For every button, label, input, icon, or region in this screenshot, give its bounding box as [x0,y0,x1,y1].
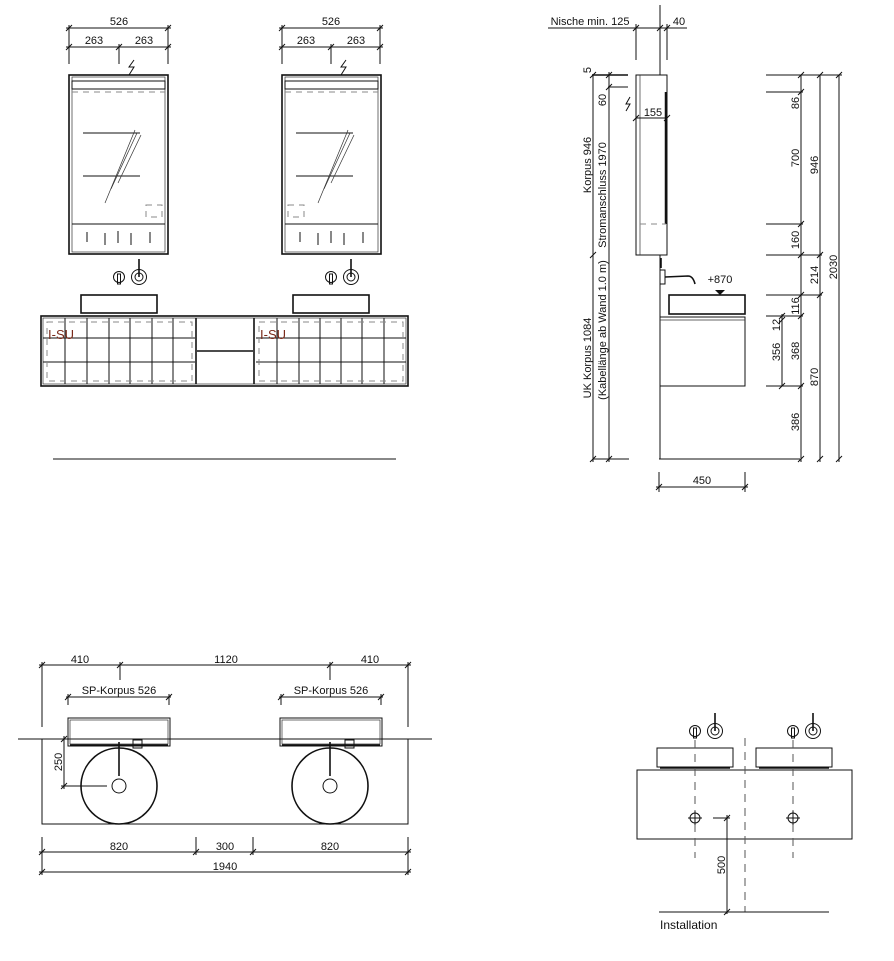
installation-label: Installation [660,918,717,932]
drain-crosshair-left [688,811,702,825]
dim-526: 526 [322,16,340,28]
mirror-cabinet-plan-right [279,717,383,749]
dim-116: 116 [790,297,802,315]
vanity-unit: I-SU I-SU [40,315,409,387]
power-icon [625,96,631,112]
front-view: 526 263 263 526 263 263 [40,16,409,460]
dim-40: 40 [673,16,685,28]
dim-368: 368 [790,342,802,360]
dim-410-left: 410 [71,654,89,666]
dim-2030: 2030 [828,255,840,279]
dim-700: 700 [790,149,802,167]
dim-5: 5 [582,67,594,73]
tap-install-left [688,712,724,740]
countertop-plan [41,738,409,825]
dim-356: 356 [771,343,783,361]
sp-korpus-left: SP-Korpus 526 [82,685,157,697]
side-view: Nische min. 125 40 155 +870 5 60 [548,5,843,492]
plan-view: 410 1120 410 SP-Korpus 526 SP-Korpus 526 [18,654,432,876]
korpus-label: Korpus 946 [582,137,594,193]
power-icon [128,59,135,76]
mirror-cabinet-side [635,74,668,256]
basin-plan-left [80,742,158,825]
dim-60: 60 [597,94,609,106]
basin-right [292,294,370,314]
dim-386: 386 [790,413,802,431]
dim-820-left: 820 [110,841,128,853]
dim-86: 86 [790,97,802,109]
niche-label: Nische min. 125 [551,16,630,28]
dim-250: 250 [53,753,65,771]
stromanschluss-label: Stromanschluss 1970 [597,142,609,248]
dim-263-b: 263 [347,35,365,47]
basin-left [80,294,158,314]
dim-820-right: 820 [321,841,339,853]
sp-korpus-right: SP-Korpus 526 [294,685,369,697]
dim-160: 160 [790,231,802,249]
vanity-label-right: I-SU [260,327,286,342]
mirror-cabinet-dimensions-left: 526 263 263 [65,16,172,64]
mirror-cabinet-left [68,74,169,255]
power-icon [340,59,347,76]
vanity-side [659,316,746,387]
dim-263-b: 263 [135,35,153,47]
tap-install-right [786,712,822,740]
installation-view: 500 Installation [636,712,853,932]
dim-500: 500 [716,856,728,874]
basin-plan-right [291,742,369,825]
uk-korpus-label: UK Korpus 1084 [582,318,594,399]
drain-crosshair-right [786,811,800,825]
mirror-cabinet-dimensions-right: 526 263 263 [278,16,384,64]
dim-870: 870 [809,368,821,386]
dim-263-a: 263 [297,35,315,47]
dim-1940: 1940 [213,861,237,873]
dim-946: 946 [809,156,821,174]
dim-12: 12 [771,319,783,331]
dim-155: 155 [644,107,662,119]
dim-214: 214 [809,266,821,284]
basin-side [668,294,746,315]
dim-526: 526 [110,16,128,28]
dim-1120: 1120 [214,654,238,666]
tap-right [324,258,360,286]
mirror-cabinet-right [281,74,382,255]
height-mark: +870 [708,274,733,286]
kabel-label: (Kabellänge ab Wand 1.0 m) [597,260,609,400]
basin-install-right [755,747,833,768]
dim-300: 300 [216,841,234,853]
dim-410-right: 410 [361,654,379,666]
dim-450: 450 [693,475,711,487]
vanity-label-left: I-SU [48,327,74,342]
dim-263-a: 263 [85,35,103,47]
tap-spout [664,275,696,285]
tap-left [112,258,148,286]
